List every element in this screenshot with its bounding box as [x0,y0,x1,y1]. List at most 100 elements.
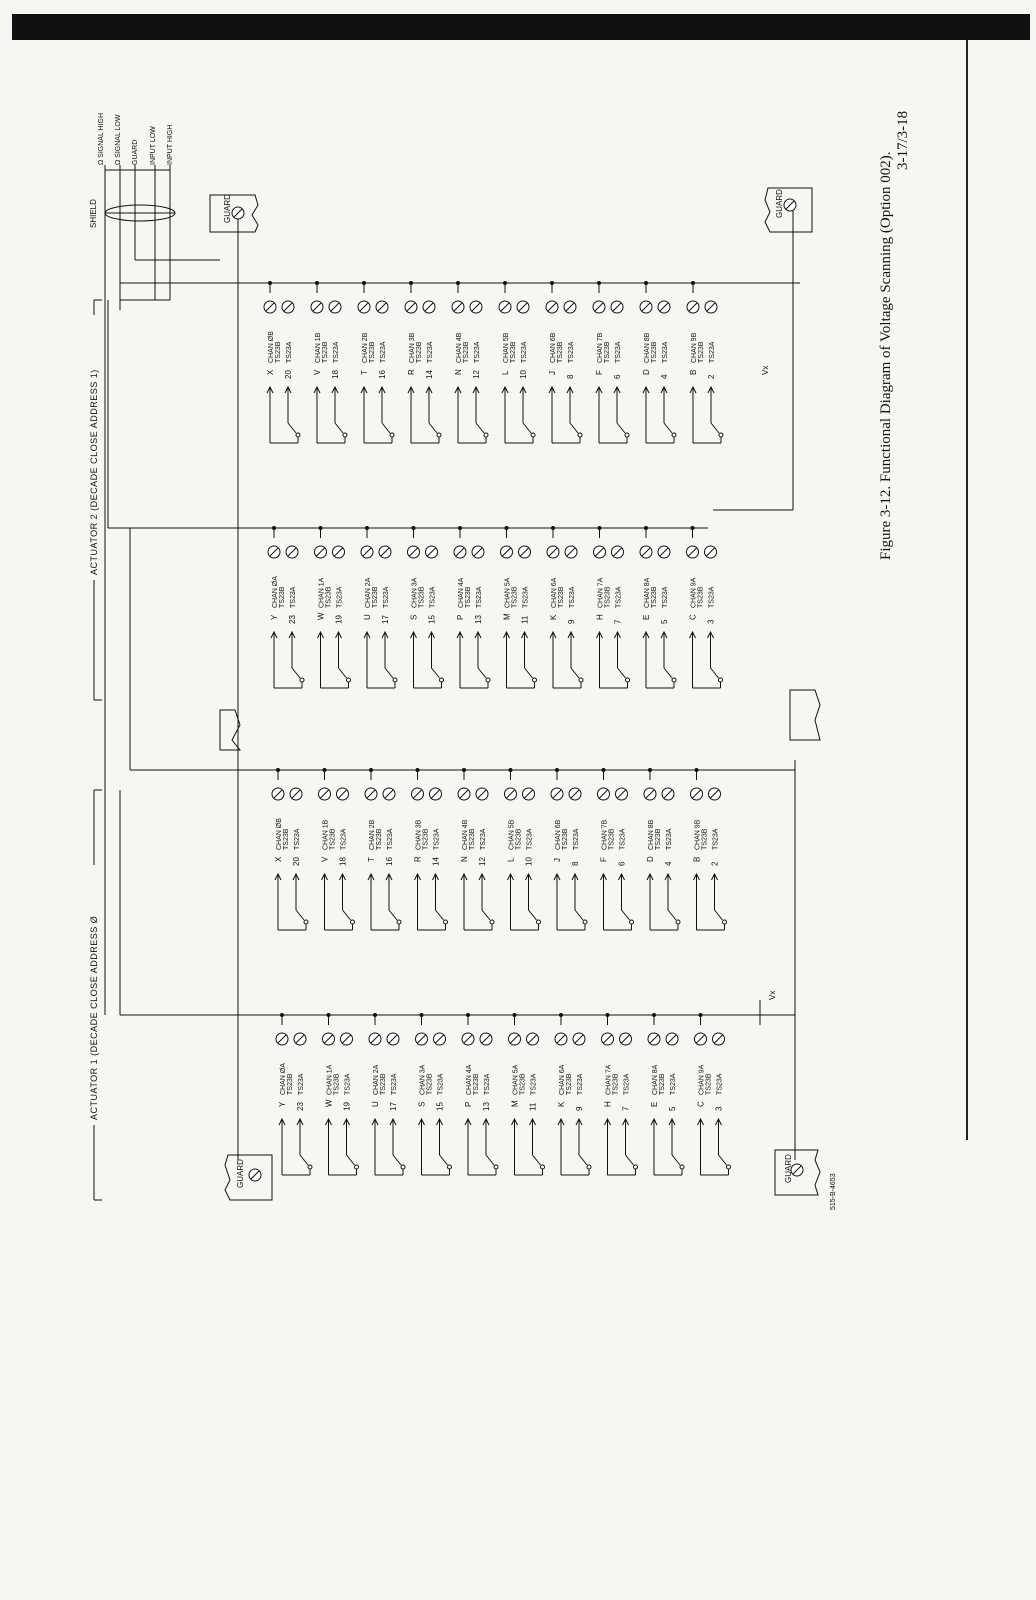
terminal-block-label: TS23A [434,828,441,850]
terminal-slot [566,547,576,557]
terminal-block-label: TS23B [512,586,519,608]
switch-contact [400,1164,406,1170]
terminal-block-label: TS23A [484,1073,491,1095]
terminal-slot [471,302,481,312]
pin-label: 17 [389,1102,398,1111]
pin-label: 4 [664,861,673,866]
terminal-slot [453,302,463,312]
terminal-block-label: TS23A [286,341,293,363]
channel-label: CHAN ØB [268,331,275,363]
switch-arm [439,1154,448,1166]
terminal-slot [556,1034,566,1044]
switch-contact [586,1164,592,1170]
scan-header-bar [12,14,1012,40]
terminal-block-label: TS23B [376,828,383,850]
pin-label: J [553,858,562,862]
header-actuator-1: ACTUATOR 1 (DECADE CLOSE ADDRESS Ø [89,789,102,1201]
pin-label: M [503,613,512,620]
channel-label: CHAN 3A [420,1064,427,1095]
scan-corner-mark [1000,14,1030,40]
switch-contact [439,677,444,683]
pin-label: 3 [707,619,716,624]
pin-label: P [464,1102,473,1107]
switch-contact [530,432,536,438]
switch-arm [667,909,677,921]
terminal-block-label: TS23B [698,586,705,608]
pin-label: 5 [668,1106,677,1111]
guard-label-bottom-left: GUARD [236,1159,245,1188]
switch-arm [338,667,347,679]
channel-label: CHAN 7A [606,1064,613,1095]
pin-label: B [693,857,702,862]
terminal-block-label: TS23A [620,828,627,850]
switch-arm [663,422,673,434]
pin-label: B [689,370,698,375]
terminal-block-label: TS23A [670,1073,677,1095]
channel-label: CHAN 7B [597,332,604,363]
terminal-slot [362,547,372,557]
terminal-block-label: TS23B [326,586,333,608]
switch-arm [295,909,305,921]
terminal-block-label: TS23A [290,586,297,608]
switch-contact [679,1164,685,1170]
terminal-block-label: TS23A [430,586,437,608]
terminal-block-label: TS23A [662,586,669,608]
terminal-slot [409,547,418,557]
pin-label: 13 [474,615,483,624]
switch-contact [577,432,583,438]
pin-label: 18 [339,857,348,866]
channel-label: CHAN 5A [505,577,512,608]
terminal-block-label: TS23B [702,828,709,850]
signal-label: Ω SIGNAL LOW [115,114,122,165]
terminal-block-label: TS23B [330,828,337,850]
terminal-slot [338,789,347,799]
switch-arm [710,422,720,434]
terminal-slot [710,789,719,799]
terminal-slot [548,547,558,557]
pin-label: J [548,371,557,375]
switch-arm [485,1154,495,1166]
terminal-slot [594,302,604,312]
terminal-block-label: TS23B [520,1073,527,1095]
pin-label: K [549,614,558,620]
signal-label: Ω SIGNAL HIGH [98,113,105,165]
terminal-slot [413,789,422,799]
switch-arm [435,909,444,921]
pin-label: 16 [385,857,394,866]
pin-label: E [642,615,651,620]
pin-label: 12 [472,370,481,379]
switch-contact [307,1164,313,1170]
terminal-slot [342,1034,351,1044]
switch-arm [574,909,584,921]
terminal-slot [273,789,283,799]
terminal-block-label: TS23A [345,1073,352,1095]
terminal-slot [524,789,533,799]
terminal-slot [455,547,465,557]
break-symbol-right [789,689,821,741]
switch-arm [384,667,394,679]
pin-label: 14 [432,857,441,866]
terminal-block-label: TS23A [383,586,390,608]
terminal-slot [613,547,622,557]
switch-contact [718,677,723,683]
terminal-block-label: TS23B [604,341,611,363]
pin-label: N [460,856,469,862]
terminal-block-label: TS23B [287,1073,294,1095]
switch-contact [303,919,309,925]
pin-label: 11 [529,1102,538,1111]
terminal-slot [649,1034,659,1044]
terminal-block-label: TS23B [651,341,658,363]
terminal-block-label: TS23B [566,1073,573,1095]
